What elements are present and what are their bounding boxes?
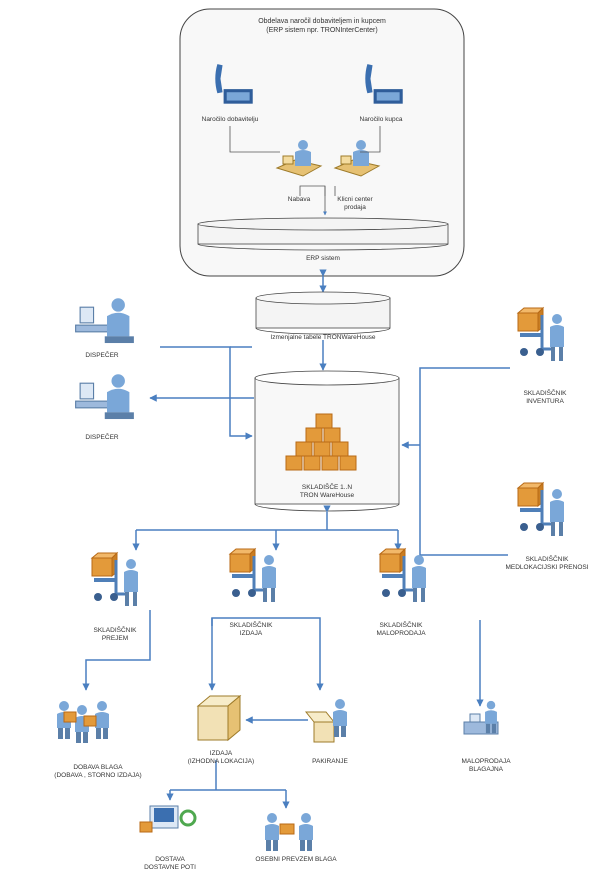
label-erp: ERP sistem — [306, 255, 340, 262]
erp-database-shape — [197, 217, 449, 251]
parcel-stack-icon — [285, 413, 357, 471]
label-warehouse: SKLADIŠČE 1..N TRON WareHouse — [299, 484, 355, 499]
label-delivery: DOSTAVA DOSTAVNE POTI — [144, 856, 196, 871]
outgoing-box-icon — [196, 694, 242, 742]
label-dispatcher-2: DISPEČER — [85, 434, 119, 441]
personal-pickup-icon — [265, 813, 313, 851]
packing-icon — [304, 699, 347, 743]
label-procurement: Nabava — [287, 196, 311, 203]
warehouse-worker-icon — [228, 547, 278, 604]
label-issue-worker: SKLADIŠČNIK IZDAJA — [229, 622, 273, 637]
dispatcher-icon — [75, 297, 135, 344]
dispatcher-icon — [75, 373, 135, 420]
label-packing: PAKIRANJE — [312, 758, 348, 765]
label-goods-supply: DOBAVA BLAGA (DOBAVA , STORNO IZDAJA) — [54, 764, 142, 779]
warehouse-worker-icon — [516, 481, 566, 538]
label-dispatcher-1: DISPEČER — [85, 352, 119, 359]
label-sales-center: Klicni center prodaja — [337, 196, 373, 211]
warehouse-worker-icon — [516, 306, 566, 363]
delivery-truck-icon — [139, 805, 197, 833]
warehouse-worker-icon — [378, 547, 428, 604]
label-exchange-tables: Izmenjalne tabele TRONWareHouse — [270, 334, 376, 341]
label-supplier-orders: Naročilo dobavitelju — [201, 116, 259, 123]
label-transfer-worker: SKLADIŠČNIK MEDLOKACIJSKI PRENOSI — [505, 556, 589, 571]
label-issue: IZDAJA (IZHODNA LOKACIJA) — [187, 750, 255, 765]
label-retail-cash: MALOPRODAJA BLAGAJNA — [461, 758, 511, 773]
erp-box-subtitle: (ERP sistem npr. TRONInterCenter) — [266, 27, 378, 34]
exchange-tables-shape — [255, 291, 391, 335]
supplier-group-icon — [57, 701, 109, 743]
label-customer-orders: Naročilo kupca — [359, 116, 403, 123]
label-receive-worker: SKLADIŠČNIK PREJEM — [93, 627, 137, 642]
label-inventory-worker: SKLADIŠČNIK INVENTURA — [523, 390, 567, 405]
label-personal-pickup: OSEBNI PREVZEM BLAGA — [255, 856, 337, 863]
warehouse-worker-icon — [90, 551, 140, 608]
erp-box-title: Obdelava naročil dobaviteljem in kupcem — [258, 18, 386, 25]
label-retail-worker: SKLADIŠČNIK MALOPRODAJA — [376, 622, 426, 637]
cashier-icon — [463, 700, 499, 735]
